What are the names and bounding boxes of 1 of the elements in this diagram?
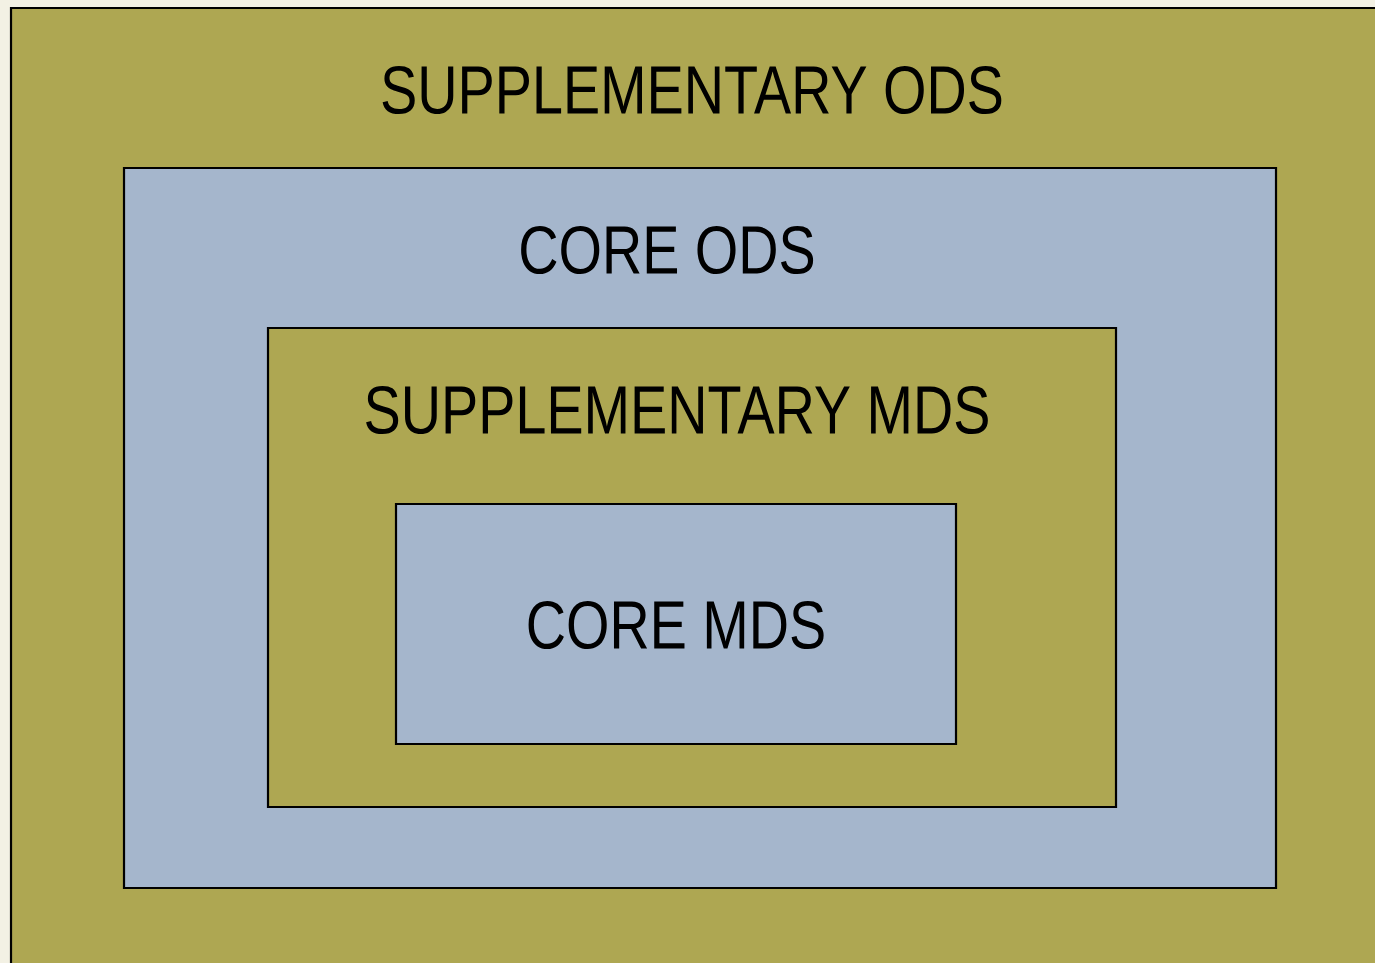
nested-box: CORE MDS xyxy=(394,502,958,746)
